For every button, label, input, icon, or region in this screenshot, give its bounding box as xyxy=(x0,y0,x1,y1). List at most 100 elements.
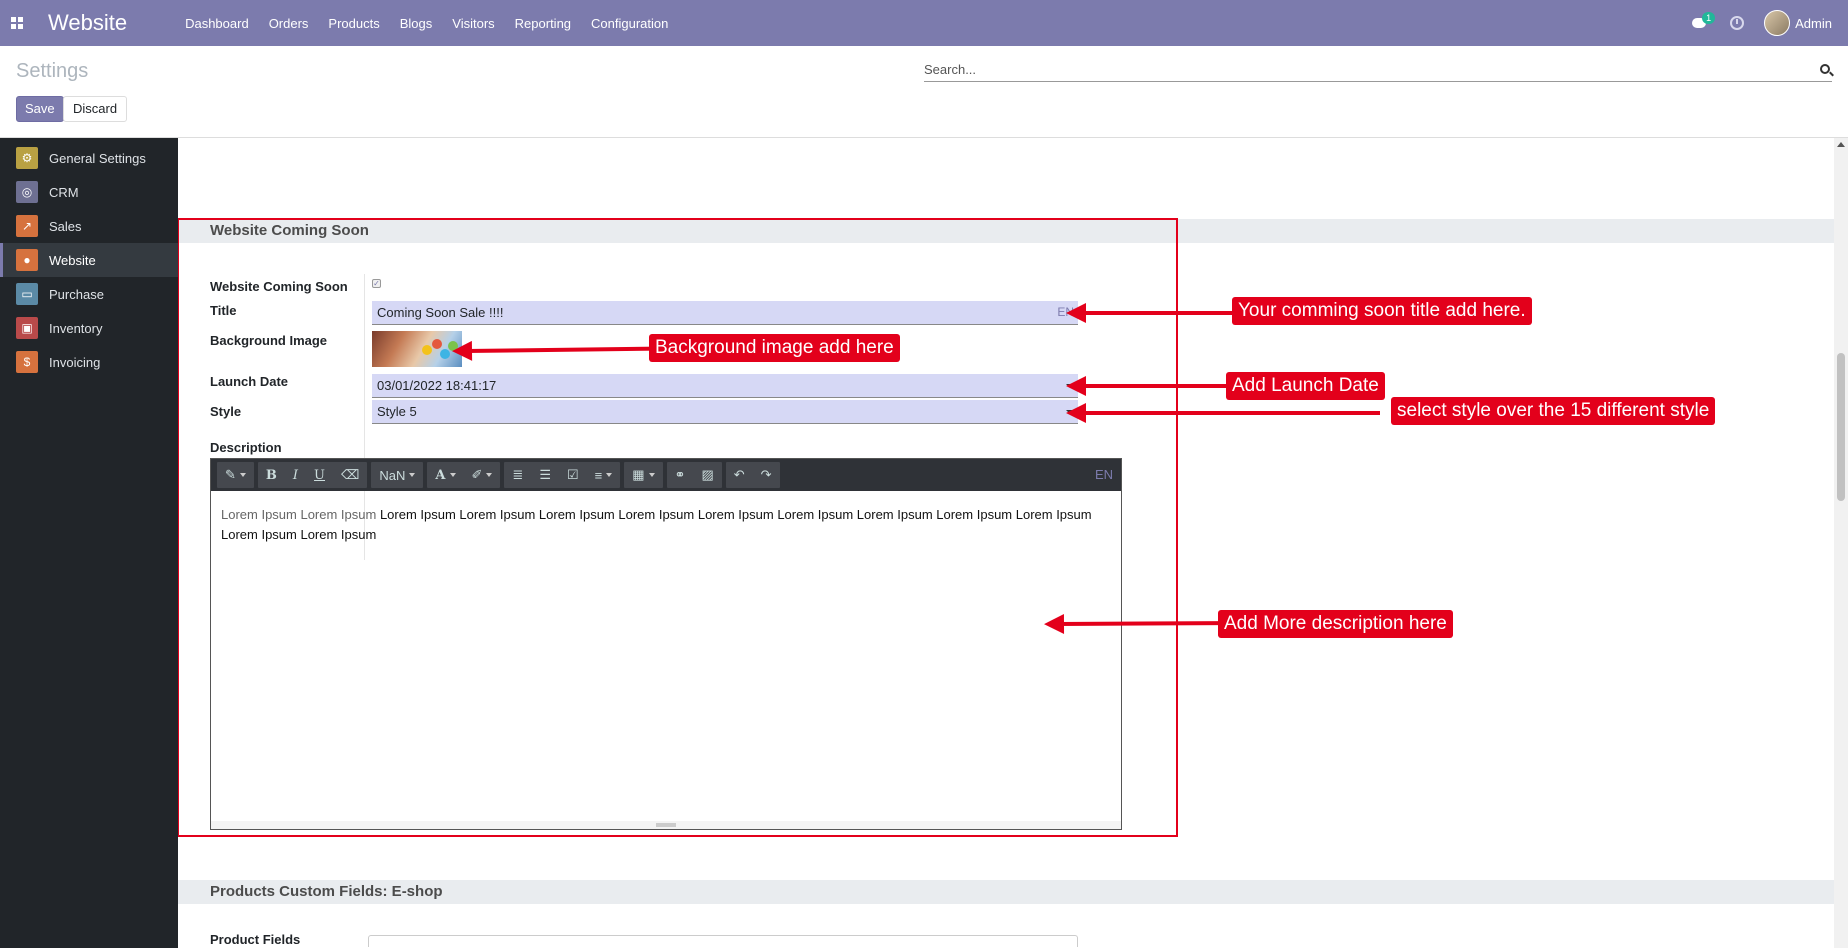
sidebar-item-label: Inventory xyxy=(49,320,103,336)
style-arrow xyxy=(1066,403,1380,423)
discard-button[interactable]: Discard xyxy=(63,96,128,122)
sidebar-item-general-settings[interactable]: ⚙ General Settings xyxy=(0,141,178,175)
coming-soon-checkbox[interactable]: ✓ xyxy=(372,279,381,288)
app-brand[interactable]: Website xyxy=(48,10,128,35)
style-label: Style xyxy=(210,404,242,419)
launch-date-annotation: Add Launch Date xyxy=(1226,372,1385,400)
box-icon: ▣ xyxy=(16,317,38,339)
apps-menu-icon[interactable] xyxy=(11,17,23,29)
sidebar-item-purchase[interactable]: ▭ Purchase xyxy=(0,277,178,311)
toolbar-group-table: ▦ xyxy=(624,462,663,488)
description-annotation: Add More description here xyxy=(1218,610,1453,638)
align-icon[interactable]: ≡ xyxy=(587,462,621,488)
toolbar-group-insert: ⚭ ▨ xyxy=(666,462,722,488)
product-fields-input[interactable] xyxy=(368,935,1078,947)
title-field[interactable]: Coming Soon Sale !!!! EN xyxy=(372,301,1078,325)
sidebar-item-website[interactable]: ● Website xyxy=(0,243,178,277)
top-navbar: Website Dashboard Orders Products Blogs … xyxy=(0,0,1848,46)
scroll-up-icon[interactable] xyxy=(1837,142,1845,147)
invoice-icon: $ xyxy=(16,351,38,373)
checklist-icon[interactable]: ☑ xyxy=(566,467,579,482)
redo-icon[interactable]: ↷ xyxy=(760,467,772,482)
search-icon[interactable] xyxy=(1820,64,1830,74)
font-color-icon[interactable]: A xyxy=(427,462,463,488)
main-scrollbar[interactable] xyxy=(1834,138,1848,948)
editor-toolbar: ✎ B I U ⌫ NaN A ✐ ≣ ☰ ☑ ≡ ▦ xyxy=(211,459,1121,491)
menu-visitors[interactable]: Visitors xyxy=(452,15,495,31)
sidebar-item-label: Website xyxy=(49,252,96,268)
settings-sidebar: ⚙ General Settings ◎ CRM ↗ Sales ● Websi… xyxy=(0,138,178,948)
launch-date-field[interactable]: 03/01/2022 18:41:17 xyxy=(372,374,1078,398)
sidebar-item-label: Invoicing xyxy=(49,354,101,370)
launch-date-label: Launch Date xyxy=(210,374,289,389)
toolbar-group-history: ↶ ↷ xyxy=(725,462,780,488)
description-editor: ✎ B I U ⌫ NaN A ✐ ≣ ☰ ☑ ≡ ▦ xyxy=(210,458,1122,830)
underline-icon[interactable]: U xyxy=(314,467,326,483)
image-icon[interactable]: ▨ xyxy=(701,467,714,482)
chat-icon[interactable]: 1 xyxy=(1690,12,1716,31)
save-button[interactable]: Save xyxy=(16,96,64,122)
table-icon[interactable]: ▦ xyxy=(624,462,662,488)
bullet-list-icon[interactable]: ≣ xyxy=(512,467,524,482)
sidebar-item-invoicing[interactable]: $ Invoicing xyxy=(0,345,178,379)
font-size-dropdown[interactable]: NaN xyxy=(371,462,423,488)
sidebar-item-label: General Settings xyxy=(49,150,146,166)
numbered-list-icon[interactable]: ☰ xyxy=(539,467,551,482)
sidebar-item-label: CRM xyxy=(49,184,79,200)
sidebar-item-label: Sales xyxy=(49,218,82,234)
undo-icon[interactable]: ↶ xyxy=(733,467,745,482)
coming-soon-label: Website Coming Soon xyxy=(210,279,348,294)
description-label: Description xyxy=(210,440,282,455)
menu-orders[interactable]: Orders xyxy=(268,15,309,31)
globe-icon: ● xyxy=(16,249,38,271)
menu-blogs[interactable]: Blogs xyxy=(399,15,433,31)
italic-icon[interactable]: I xyxy=(292,467,299,483)
style-annotation: select style over the 15 different style xyxy=(1391,397,1716,425)
field-divider xyxy=(364,274,365,560)
search-input[interactable] xyxy=(924,58,1804,77)
sidebar-item-sales[interactable]: ↗ Sales xyxy=(0,209,178,243)
sidebar-item-inventory[interactable]: ▣ Inventory xyxy=(0,311,178,345)
chat-badge: 1 xyxy=(1702,12,1716,24)
navbar-right: 1 Admin xyxy=(1690,0,1832,46)
title-value: Coming Soon Sale !!!! xyxy=(377,305,504,320)
paint-brush-icon[interactable]: ✐ xyxy=(464,462,501,488)
scroll-thumb[interactable] xyxy=(1837,353,1845,501)
credit-card-icon: ▭ xyxy=(16,283,38,305)
user-name[interactable]: Admin xyxy=(1795,15,1832,31)
description-content[interactable]: Lorem Ipsum Lorem Ipsum Lorem Ipsum Lore… xyxy=(211,491,1121,821)
sidebar-item-label: Purchase xyxy=(49,286,104,302)
editor-resize-handle[interactable] xyxy=(211,821,1121,829)
magic-wand-icon[interactable]: ✎ xyxy=(217,462,254,488)
style-select[interactable]: Style 5 xyxy=(372,400,1078,424)
toolbar-group-lists: ≣ ☰ ☑ ≡ xyxy=(504,462,621,488)
main-menu: Dashboard Orders Products Blogs Visitors… xyxy=(185,16,688,31)
menu-dashboard[interactable]: Dashboard xyxy=(185,15,249,31)
toolbar-group-color: A ✐ xyxy=(427,462,501,488)
clock-icon[interactable] xyxy=(1730,16,1745,30)
editor-lang[interactable]: EN xyxy=(1094,467,1113,482)
control-panel: Settings Save Discard xyxy=(0,46,1848,138)
bg-image-annotation: Background image add here xyxy=(649,334,900,362)
link-icon[interactable]: ⚭ xyxy=(674,467,686,482)
background-image-thumbnail[interactable] xyxy=(372,331,462,367)
toolbar-group-style: ✎ xyxy=(217,462,254,488)
toolbar-group-font: B I U ⌫ xyxy=(257,462,368,488)
search-bar xyxy=(924,58,1832,82)
avatar[interactable] xyxy=(1764,10,1791,36)
menu-products[interactable]: Products xyxy=(328,15,380,31)
title-label: Title xyxy=(210,303,237,318)
bold-icon[interactable]: B xyxy=(265,467,277,483)
eraser-icon[interactable]: ⌫ xyxy=(341,467,360,482)
menu-configuration[interactable]: Configuration xyxy=(591,15,669,31)
settings-content: Website Coming Soon Website Coming Soon … xyxy=(178,138,1834,948)
sidebar-item-crm[interactable]: ◎ CRM xyxy=(0,175,178,209)
handshake-icon: ◎ xyxy=(16,181,38,203)
section-title-products: Products Custom Fields: E-shop xyxy=(178,880,1834,904)
menu-reporting[interactable]: Reporting xyxy=(514,15,572,31)
style-value: Style 5 xyxy=(377,404,417,419)
product-fields-label: Product Fields xyxy=(210,932,301,947)
gear-icon: ⚙ xyxy=(16,147,38,169)
bg-image-label: Background Image xyxy=(210,333,328,348)
toolbar-group-size: NaN xyxy=(371,462,424,488)
